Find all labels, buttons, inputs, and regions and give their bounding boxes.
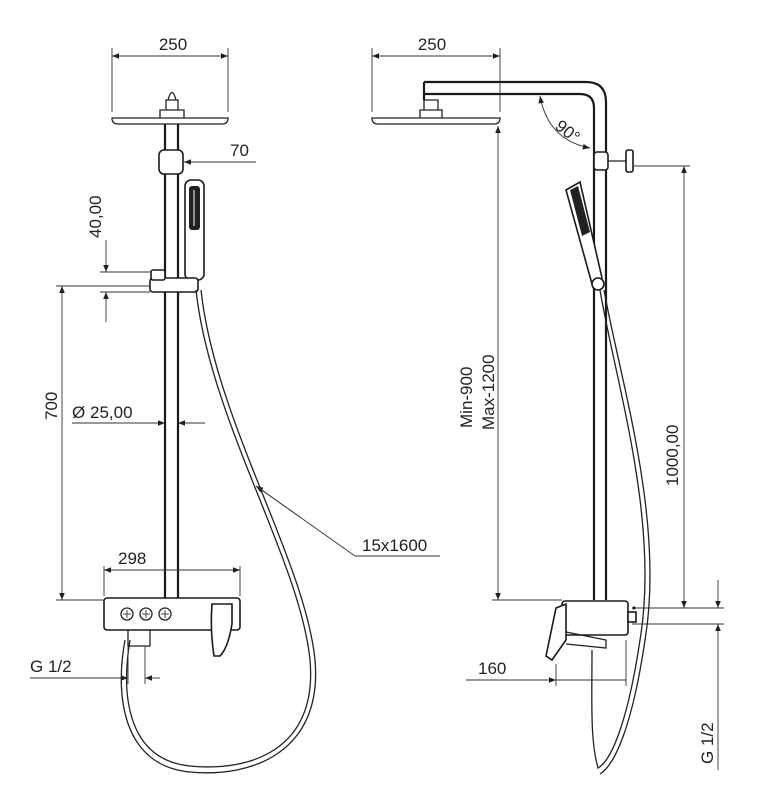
side-wall-bracket (593, 149, 634, 173)
front-pipe-diameter-label: 25,00 (90, 403, 133, 422)
side-inlet-thread-label: G 1/2 (698, 722, 717, 764)
side-hand-shower (565, 180, 605, 291)
front-view: 250 70 40,00 700 Ø 25,00 15x1600 298 (30, 35, 440, 774)
front-inlet-thread-label: G 1/2 (30, 657, 72, 676)
side-mixer (545, 600, 637, 662)
front-mixer-width-label: 298 (118, 549, 146, 568)
front-holder-spacing-label: 40,00 (86, 195, 105, 238)
front-hose-spec-label: 15x1600 (362, 536, 427, 555)
front-hand-shower (184, 179, 205, 281)
side-hose (591, 289, 646, 769)
front-arm-depth-label: 70 (230, 141, 249, 160)
side-head-width-label: 250 (418, 35, 446, 54)
front-shower-head (111, 91, 229, 125)
side-height-max-label: Max-1200 (479, 354, 498, 430)
front-hose (125, 289, 312, 768)
front-diameter-symbol: Ø (72, 403, 85, 422)
front-head-width-label: 250 (159, 35, 187, 54)
front-wall-bracket (158, 149, 184, 175)
side-shower-head (371, 99, 501, 125)
side-view: 250 90° Min-900 Max-1200 1000,00 160 G 1… (371, 35, 724, 775)
side-projection-label: 160 (478, 659, 506, 678)
front-slider-holder (149, 269, 199, 293)
front-mixer (103, 597, 241, 657)
side-rail-height-label: 1000,00 (663, 425, 682, 486)
side-angle-label: 90° (552, 116, 584, 147)
side-height-min-label: Min-900 (457, 367, 476, 428)
front-slide-length-label: 700 (42, 392, 61, 420)
front-rail (163, 124, 180, 600)
side-arm-rail (422, 80, 608, 600)
